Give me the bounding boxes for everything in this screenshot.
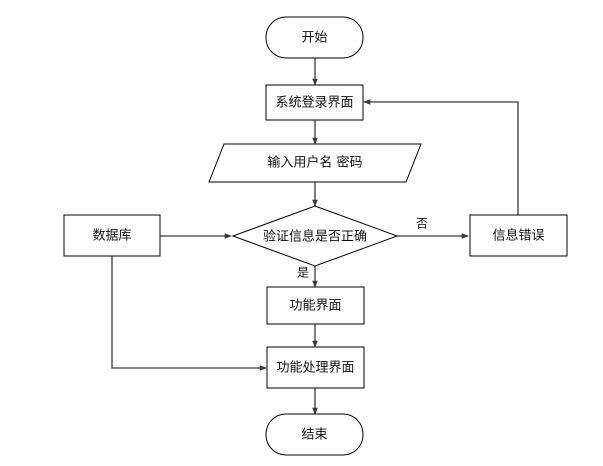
- error-process-shape: [469, 214, 568, 257]
- login-node: 系统登录界面: [265, 84, 364, 121]
- func-node: 功能界面: [266, 286, 365, 325]
- edge-error-login: [363, 99, 519, 215]
- process-label: 功能处理界面: [276, 361, 354, 376]
- start-label: 开始: [301, 31, 327, 46]
- process-node: 功能处理界面: [266, 346, 365, 389]
- input-data-shape: [208, 143, 422, 183]
- func-label: 功能界面: [289, 299, 341, 314]
- edge-no-label: 否: [416, 217, 428, 231]
- verify-label: 验证信息是否正确: [263, 229, 367, 245]
- func-process-shape: [266, 286, 365, 325]
- database-node: 数据库: [63, 214, 161, 257]
- database-label: 数据库: [92, 228, 131, 244]
- verify-node: 验证信息是否正确: [231, 205, 399, 267]
- error-node: 信息错误: [469, 214, 568, 257]
- edges: [111, 58, 519, 415]
- end-label: 结束: [301, 428, 327, 443]
- end-terminator-shape: [265, 413, 364, 456]
- edge-yes-label: 是: [297, 266, 309, 280]
- end-node: 结束: [265, 413, 364, 456]
- database-process-shape: [63, 214, 161, 257]
- input-label: 输入用户名 密码: [267, 155, 362, 171]
- process-process-shape: [266, 346, 365, 389]
- login-process-shape: [265, 84, 364, 121]
- login-label: 系统登录界面: [275, 96, 353, 111]
- verify-decision-shape: [231, 205, 399, 267]
- input-node: 输入用户名 密码: [208, 143, 422, 183]
- start-terminator-shape: [265, 16, 364, 59]
- start-node: 开始: [265, 16, 364, 59]
- edge-database-process: [111, 256, 267, 371]
- error-label: 信息错误: [492, 228, 544, 244]
